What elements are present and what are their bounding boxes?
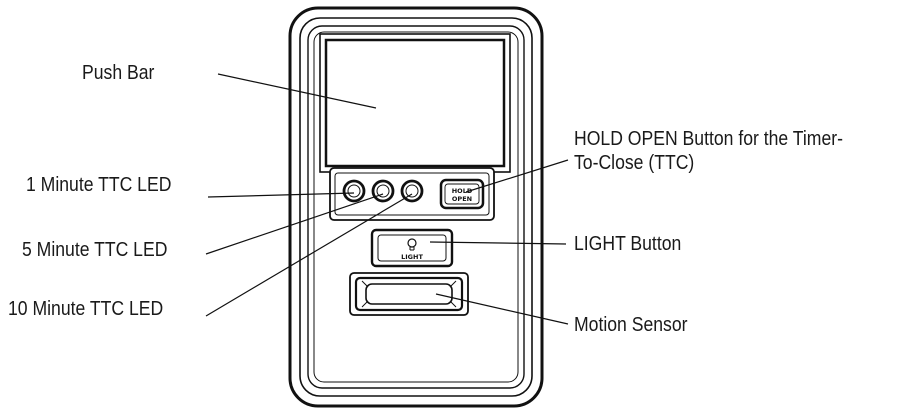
panel-inner-frame-1 xyxy=(299,17,533,397)
push-bar[interactable] xyxy=(324,38,506,168)
motion-sensor xyxy=(349,272,469,316)
label-led-10min: 10 Minute TTC LED xyxy=(8,298,164,320)
label-led-1min: 1 Minute TTC LED xyxy=(26,174,172,196)
leader-light-button xyxy=(429,241,567,245)
hold-open-button[interactable]: HOLD OPEN xyxy=(439,178,485,210)
leader-led-10min xyxy=(205,193,413,317)
label-hold-open-line2: To-Close (TTC) xyxy=(574,152,695,174)
led-5min xyxy=(371,179,395,203)
hold-open-text-line2: OPEN xyxy=(452,195,472,203)
hold-open-text-line1: HOLD xyxy=(452,187,473,195)
light-button-text: LIGHT xyxy=(401,253,423,261)
leader-push-bar xyxy=(217,73,377,109)
label-hold-open-line1: HOLD OPEN Button for the Timer- xyxy=(574,128,843,150)
led-10min xyxy=(400,179,424,203)
label-motion-sensor: Motion Sensor xyxy=(574,314,688,336)
led-1min xyxy=(342,179,366,203)
leader-motion-sensor xyxy=(435,293,569,325)
panel-inner-frame-2 xyxy=(307,25,525,389)
panel-inner-frame-3 xyxy=(313,31,519,383)
leader-led-1min xyxy=(207,192,355,198)
label-light-button: LIGHT Button xyxy=(574,233,682,255)
label-led-5min: 5 Minute TTC LED xyxy=(22,239,168,261)
label-push-bar: Push Bar xyxy=(82,62,155,84)
lightbulb-icon xyxy=(407,238,417,251)
leader-hold-open xyxy=(465,159,569,193)
leader-led-5min xyxy=(205,193,384,255)
light-button[interactable]: LIGHT xyxy=(370,228,454,268)
